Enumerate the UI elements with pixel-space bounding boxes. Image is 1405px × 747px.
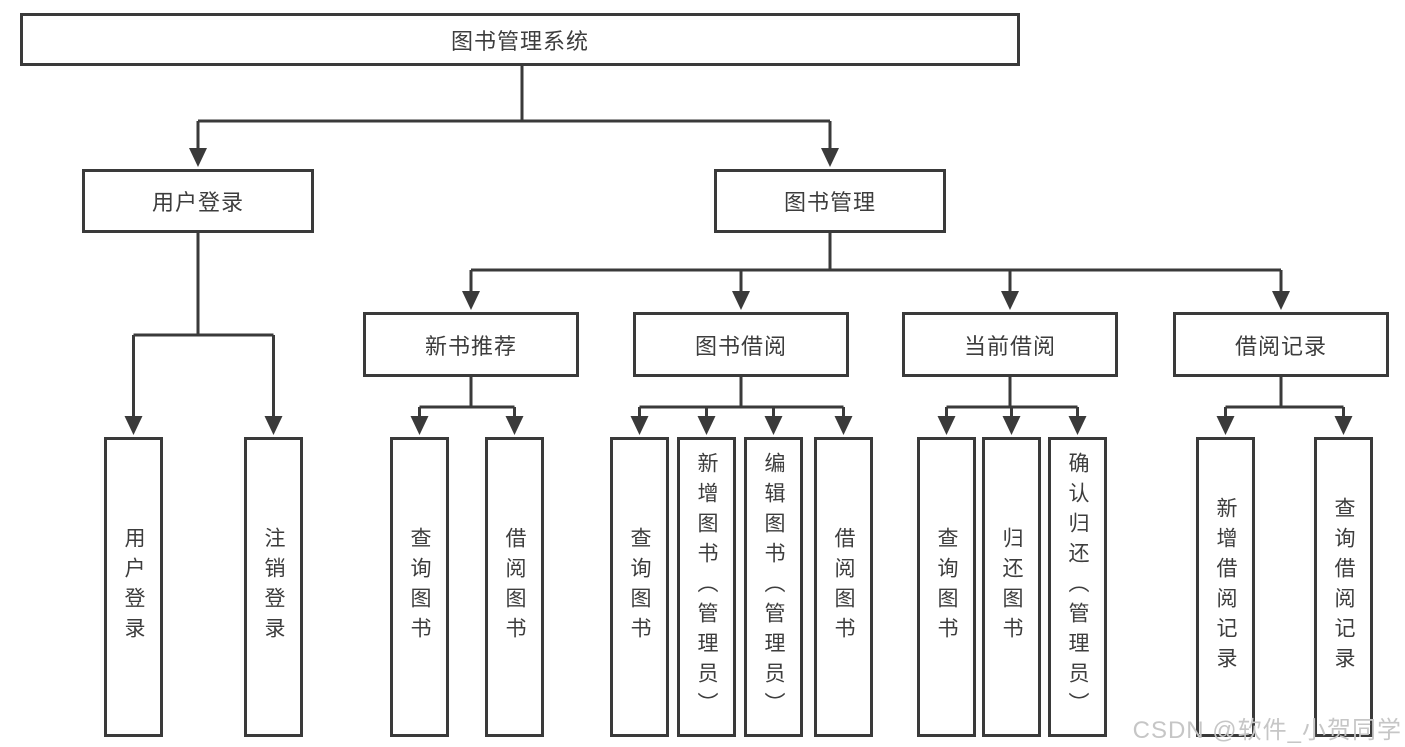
leaf-edit-book-admin-label: 编辑图书（管理员） — [762, 452, 785, 722]
leaf-query-book-borrow-label: 查询图书 — [628, 527, 651, 647]
leaf-query-book-current: 查询图书 — [917, 437, 976, 737]
leaf-query-borrow-record-label: 查询借阅记录 — [1332, 497, 1355, 677]
leaf-query-book-recommend-label: 查询图书 — [408, 527, 431, 647]
leaf-user-login: 用户登录 — [104, 437, 163, 737]
leaf-add-borrow-record-label: 新增借阅记录 — [1214, 497, 1237, 677]
leaf-borrow-book-recommend: 借阅图书 — [485, 437, 544, 737]
leaf-confirm-return-admin-label: 确认归还（管理员） — [1066, 452, 1089, 722]
leaf-borrow-book-recommend-label: 借阅图书 — [503, 527, 526, 647]
leaf-logout-label: 注销登录 — [262, 527, 285, 647]
leaf-add-book-admin: 新增图书（管理员） — [677, 437, 736, 737]
node-borrow-record-label: 借阅记录 — [1234, 333, 1327, 359]
node-current-borrow-label: 当前借阅 — [963, 333, 1056, 359]
leaf-borrow-book: 借阅图书 — [814, 437, 873, 737]
node-new-book-recommend-label: 新书推荐 — [424, 333, 517, 359]
leaf-query-book-current-label: 查询图书 — [935, 527, 958, 647]
node-book-management-label: 图书管理 — [783, 190, 876, 215]
node-book-management: 图书管理 — [714, 169, 946, 233]
node-book-borrow-label: 图书借阅 — [694, 333, 787, 359]
leaf-borrow-book-label: 借阅图书 — [832, 527, 855, 647]
leaf-add-borrow-record: 新增借阅记录 — [1196, 437, 1255, 737]
leaf-query-book-borrow: 查询图书 — [610, 437, 669, 737]
leaf-confirm-return-admin: 确认归还（管理员） — [1048, 437, 1107, 737]
node-book-borrow: 图书借阅 — [633, 312, 849, 377]
node-library-system: 图书管理系统 — [20, 13, 1020, 66]
leaf-return-book: 归还图书 — [982, 437, 1041, 737]
leaf-logout: 注销登录 — [244, 437, 303, 737]
leaf-edit-book-admin: 编辑图书（管理员） — [744, 437, 803, 737]
node-new-book-recommend: 新书推荐 — [363, 312, 579, 377]
leaf-query-borrow-record: 查询借阅记录 — [1314, 437, 1373, 737]
leaf-return-book-label: 归还图书 — [1000, 527, 1023, 647]
leaf-query-book-recommend: 查询图书 — [390, 437, 449, 737]
csdn-watermark: CSDN @软件_小贺同学 — [1132, 717, 1402, 744]
leaf-add-book-admin-label: 新增图书（管理员） — [695, 452, 718, 722]
node-user-login: 用户登录 — [82, 169, 314, 233]
node-library-system-label: 图书管理系统 — [450, 28, 589, 54]
node-current-borrow: 当前借阅 — [902, 312, 1118, 377]
leaf-user-login-label: 用户登录 — [122, 527, 145, 647]
node-borrow-record: 借阅记录 — [1173, 312, 1389, 377]
node-user-login-label: 用户登录 — [151, 190, 244, 215]
